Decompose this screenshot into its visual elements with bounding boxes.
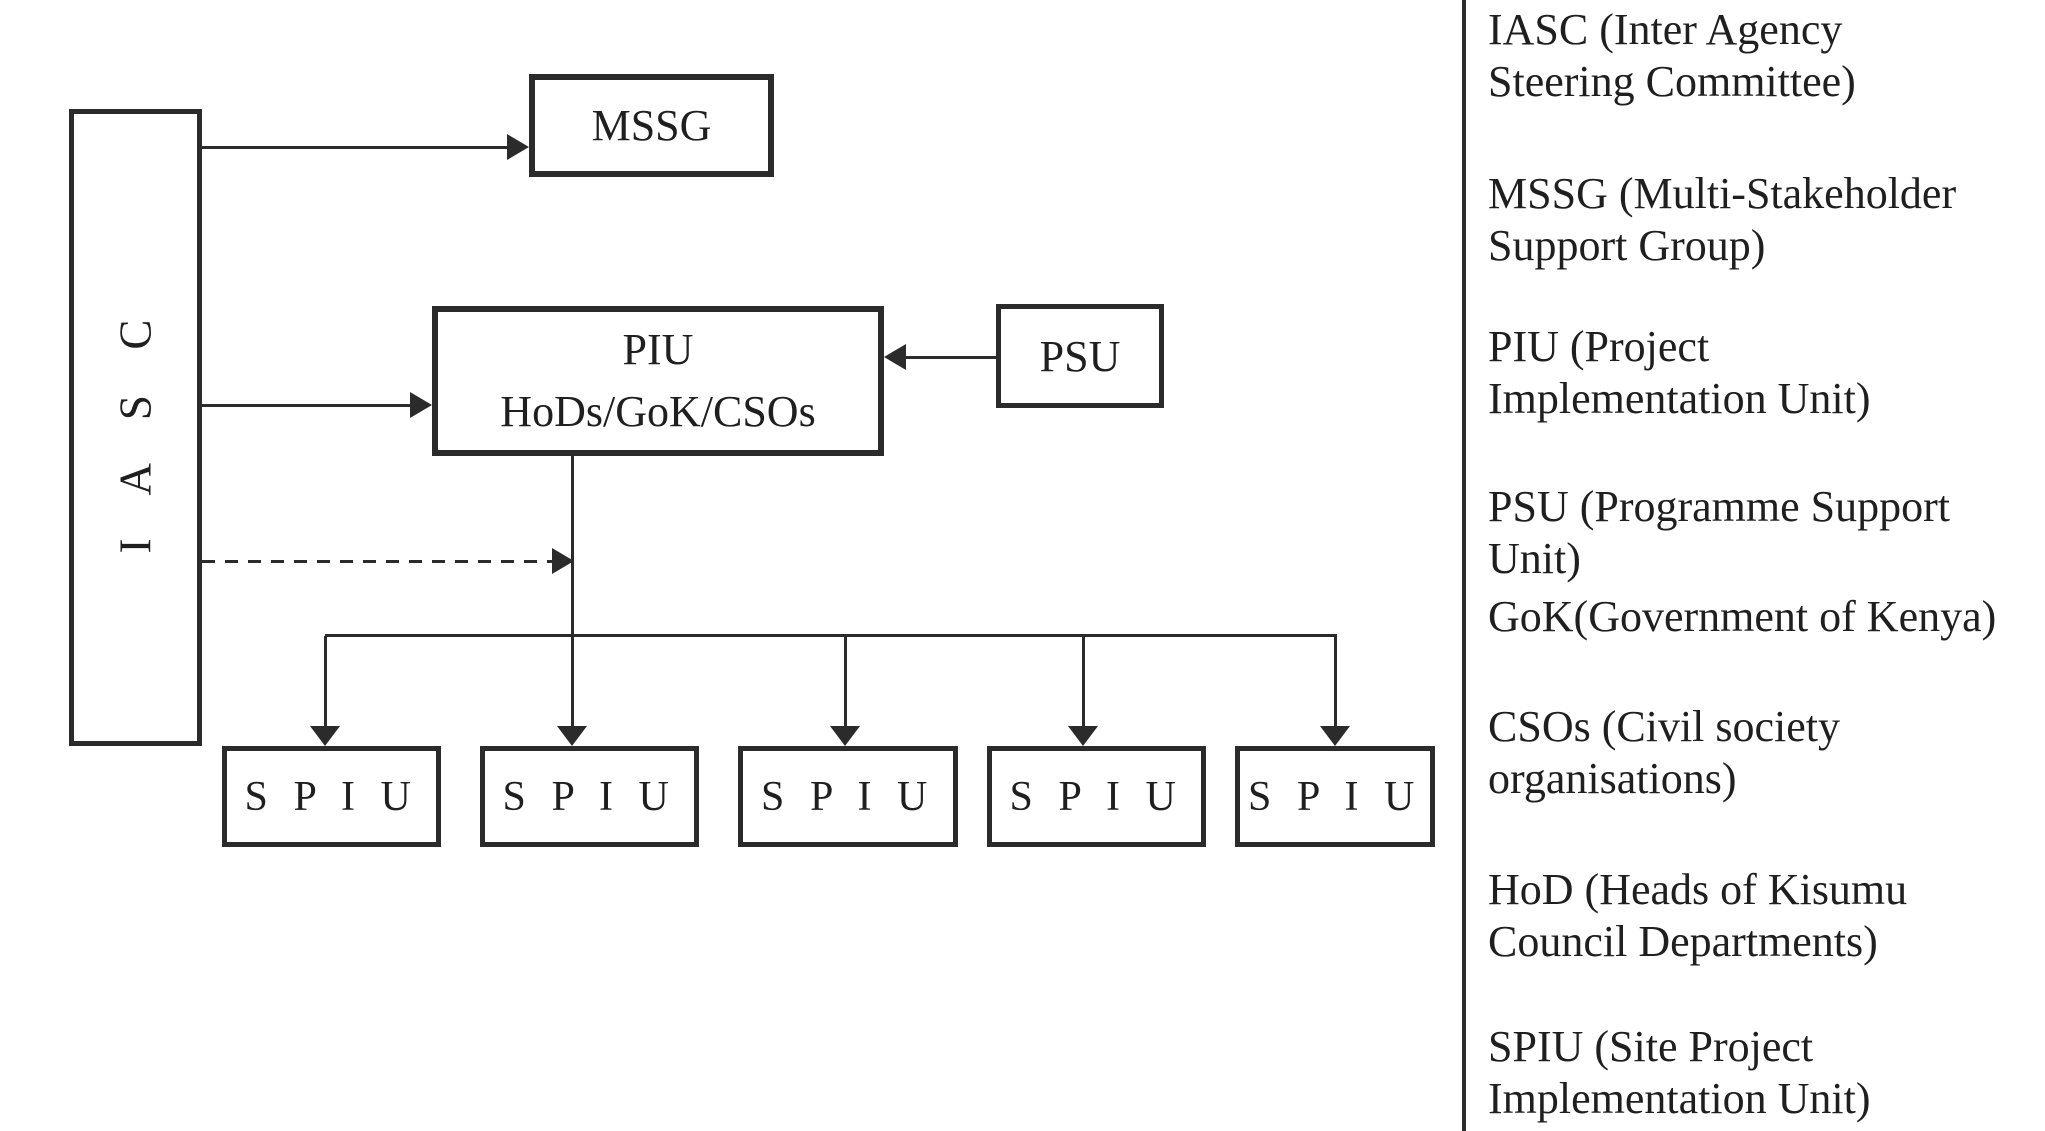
arrow-iasc-to-mssg-line [202, 146, 509, 149]
arrow-iasc-to-piu-line [202, 404, 412, 407]
drop-head-spiu-3-icon [830, 726, 860, 746]
drop-line-spiu-5 [1334, 636, 1337, 726]
legend-item-spiu: SPIU (Site Project Implementation Unit) [1488, 1022, 1871, 1123]
arrow-iasc-dashed-line [202, 560, 554, 563]
distribution-line [325, 634, 1337, 637]
iasc-label: I A S C [110, 301, 161, 554]
arrow-piu-down-head-icon [557, 726, 587, 746]
psu-label: PSU [1039, 331, 1121, 381]
drop-line-spiu-1 [324, 636, 327, 726]
mssg-label: MSSG [591, 101, 712, 150]
legend-divider [1462, 0, 1466, 1131]
legend-item-csos: CSOs (Civil society organisations) [1488, 702, 1841, 803]
legend-item-mssg: MSSG (Multi-Stakeholder Support Group) [1488, 169, 1957, 270]
psu-node: PSU [996, 304, 1164, 408]
drop-head-spiu-1-icon [310, 726, 340, 746]
legend-item-piu: PIU (Project Implementation Unit) [1488, 322, 1871, 423]
spiu-label-3: S P I U [761, 773, 935, 820]
legend-item-hod: HoD (Heads of Kisumu Council Departments… [1488, 865, 1908, 966]
legend-item-gok: GoK(Government of Kenya) [1488, 592, 1997, 641]
spiu-node-4: S P I U [987, 746, 1206, 847]
arrow-iasc-to-piu-head-icon [410, 392, 432, 418]
piu-label-line2: HoDs/GoK/CSOs [500, 387, 816, 436]
arrow-piu-down-line [571, 456, 574, 726]
spiu-label-2: S P I U [502, 773, 677, 820]
arrow-iasc-to-mssg-head-icon [507, 134, 529, 160]
arrow-psu-to-piu-line [906, 356, 996, 359]
arrow-psu-to-piu-head-icon [884, 344, 906, 370]
spiu-label-5: S P I U [1248, 773, 1422, 820]
piu-label-line1: PIU [622, 325, 694, 374]
drop-head-spiu-4-icon [1068, 726, 1098, 746]
drop-line-spiu-4 [1082, 636, 1085, 726]
mssg-node: MSSG [529, 74, 774, 177]
spiu-node-2: S P I U [480, 746, 699, 847]
iasc-node: I A S C [69, 109, 202, 746]
legend-item-iasc: IASC (Inter Agency Steering Committee) [1488, 5, 1856, 106]
spiu-node-3: S P I U [738, 746, 958, 847]
drop-head-spiu-5-icon [1320, 726, 1350, 746]
piu-node: PIU HoDs/GoK/CSOs [432, 306, 884, 456]
spiu-node-5: S P I U [1235, 746, 1435, 847]
legend-item-psu: PSU (Programme Support Unit) [1488, 482, 1950, 583]
spiu-node-1: S P I U [222, 746, 441, 847]
arrow-iasc-dashed-head-icon [552, 548, 574, 574]
spiu-label-1: S P I U [244, 773, 419, 820]
spiu-label-4: S P I U [1009, 773, 1184, 820]
drop-line-spiu-3 [844, 636, 847, 726]
